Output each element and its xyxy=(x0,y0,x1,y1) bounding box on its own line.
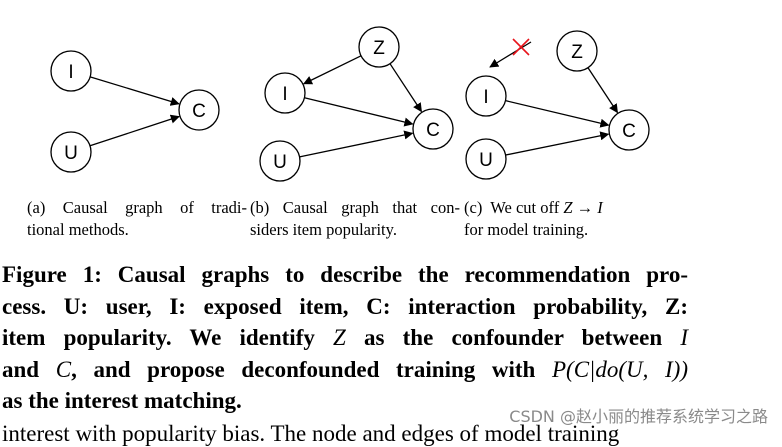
caption-math-c: C xyxy=(55,356,72,382)
caption-text: item popularity. We identify xyxy=(2,325,334,350)
subcaption-c: (c) We cut off Z → I for model training. xyxy=(464,197,652,241)
subcaption-a-line1: (a) Causal graph of tradi- xyxy=(27,198,247,217)
node-label-C: C xyxy=(426,120,440,141)
figure-caption-line4: and C, and propose deconfounded training… xyxy=(2,354,688,386)
figure-caption-line3: item popularity. We identify Z as the co… xyxy=(2,322,688,354)
edge-U-to-C xyxy=(89,114,180,147)
subcaption-c-line1: (c) We cut off Z → I xyxy=(464,197,652,219)
cut-cross-icon xyxy=(512,38,530,56)
figure-caption: Figure 1: Causal graphs to describe the … xyxy=(2,259,688,417)
causal-graph-a: I U C xyxy=(50,50,220,173)
node-Z xyxy=(358,26,400,68)
subcaption-b-line1: (b) Causal graph that con- xyxy=(250,198,460,217)
figure-caption-line1: Figure 1: Causal graphs to describe the … xyxy=(2,262,688,287)
caption-math-formula: P(C|do(U, I)) xyxy=(551,356,688,382)
node-label-Z: Z xyxy=(571,42,583,63)
node-C xyxy=(608,109,650,151)
node-label-I: I xyxy=(483,87,488,108)
subcaption-c-z: Z xyxy=(563,198,573,217)
subcaption-c-text: (c) We cut off xyxy=(464,198,564,217)
node-I xyxy=(264,72,306,114)
edge-U-to-C xyxy=(505,131,610,156)
subcaption-a-line2: tional methods. xyxy=(27,220,129,239)
node-label-U: U xyxy=(273,152,287,173)
node-U xyxy=(259,140,301,182)
figure-caption-line5: as the interest matching. xyxy=(2,388,242,413)
node-label-U: U xyxy=(479,150,493,171)
causal-graph-b: Z I U C xyxy=(259,26,454,182)
subcaption-c-arrow: → xyxy=(576,198,594,217)
node-Z xyxy=(556,30,598,72)
edge-I-to-C xyxy=(304,97,414,127)
node-U xyxy=(50,131,92,173)
caption-text: and xyxy=(2,356,56,382)
subcaption-b-line2: siders item popularity. xyxy=(250,220,397,239)
caption-math-z: Z xyxy=(333,325,346,350)
node-label-U: U xyxy=(64,143,78,164)
figure-caption-line2: cess. U: user, I: exposed item, C: inter… xyxy=(2,293,688,319)
subcaption-a: (a) Causal graph of tradi- tional method… xyxy=(27,197,247,241)
node-C xyxy=(412,108,454,150)
edge-I-to-C xyxy=(505,99,610,128)
watermark: CSDN @赵小丽的推荐系统学习之路 xyxy=(509,407,768,426)
causal-graph-c: Z I U C xyxy=(465,30,650,180)
caption-text: , and propose deconfounded training with xyxy=(71,356,552,382)
edge-Z-to-C xyxy=(389,63,422,113)
node-label-Z: Z xyxy=(373,38,385,59)
edge-U-to-C xyxy=(299,130,414,158)
caption-text: as the confounder between xyxy=(345,325,681,350)
subcaption-c-line2: for model training. xyxy=(464,220,589,239)
edge-cut-Z-to-I xyxy=(489,41,532,68)
edge-Z-to-I xyxy=(303,55,362,85)
edge-I-to-C xyxy=(89,76,180,106)
node-label-C: C xyxy=(192,101,206,122)
causal-graphs-figure: I U C Z I U C Z I U C xyxy=(50,26,650,182)
node-label-I: I xyxy=(68,62,73,83)
edge-Z-to-C xyxy=(587,67,618,114)
node-label-C: C xyxy=(622,121,636,142)
node-I xyxy=(50,50,92,92)
node-I xyxy=(465,75,507,117)
subcaption-b: (b) Causal graph that con- siders item p… xyxy=(250,197,460,241)
subcaption-c-i: I xyxy=(597,198,603,217)
caption-math-i: I xyxy=(680,325,688,350)
node-label-I: I xyxy=(282,84,287,105)
node-C xyxy=(178,89,220,131)
node-U xyxy=(465,138,507,180)
